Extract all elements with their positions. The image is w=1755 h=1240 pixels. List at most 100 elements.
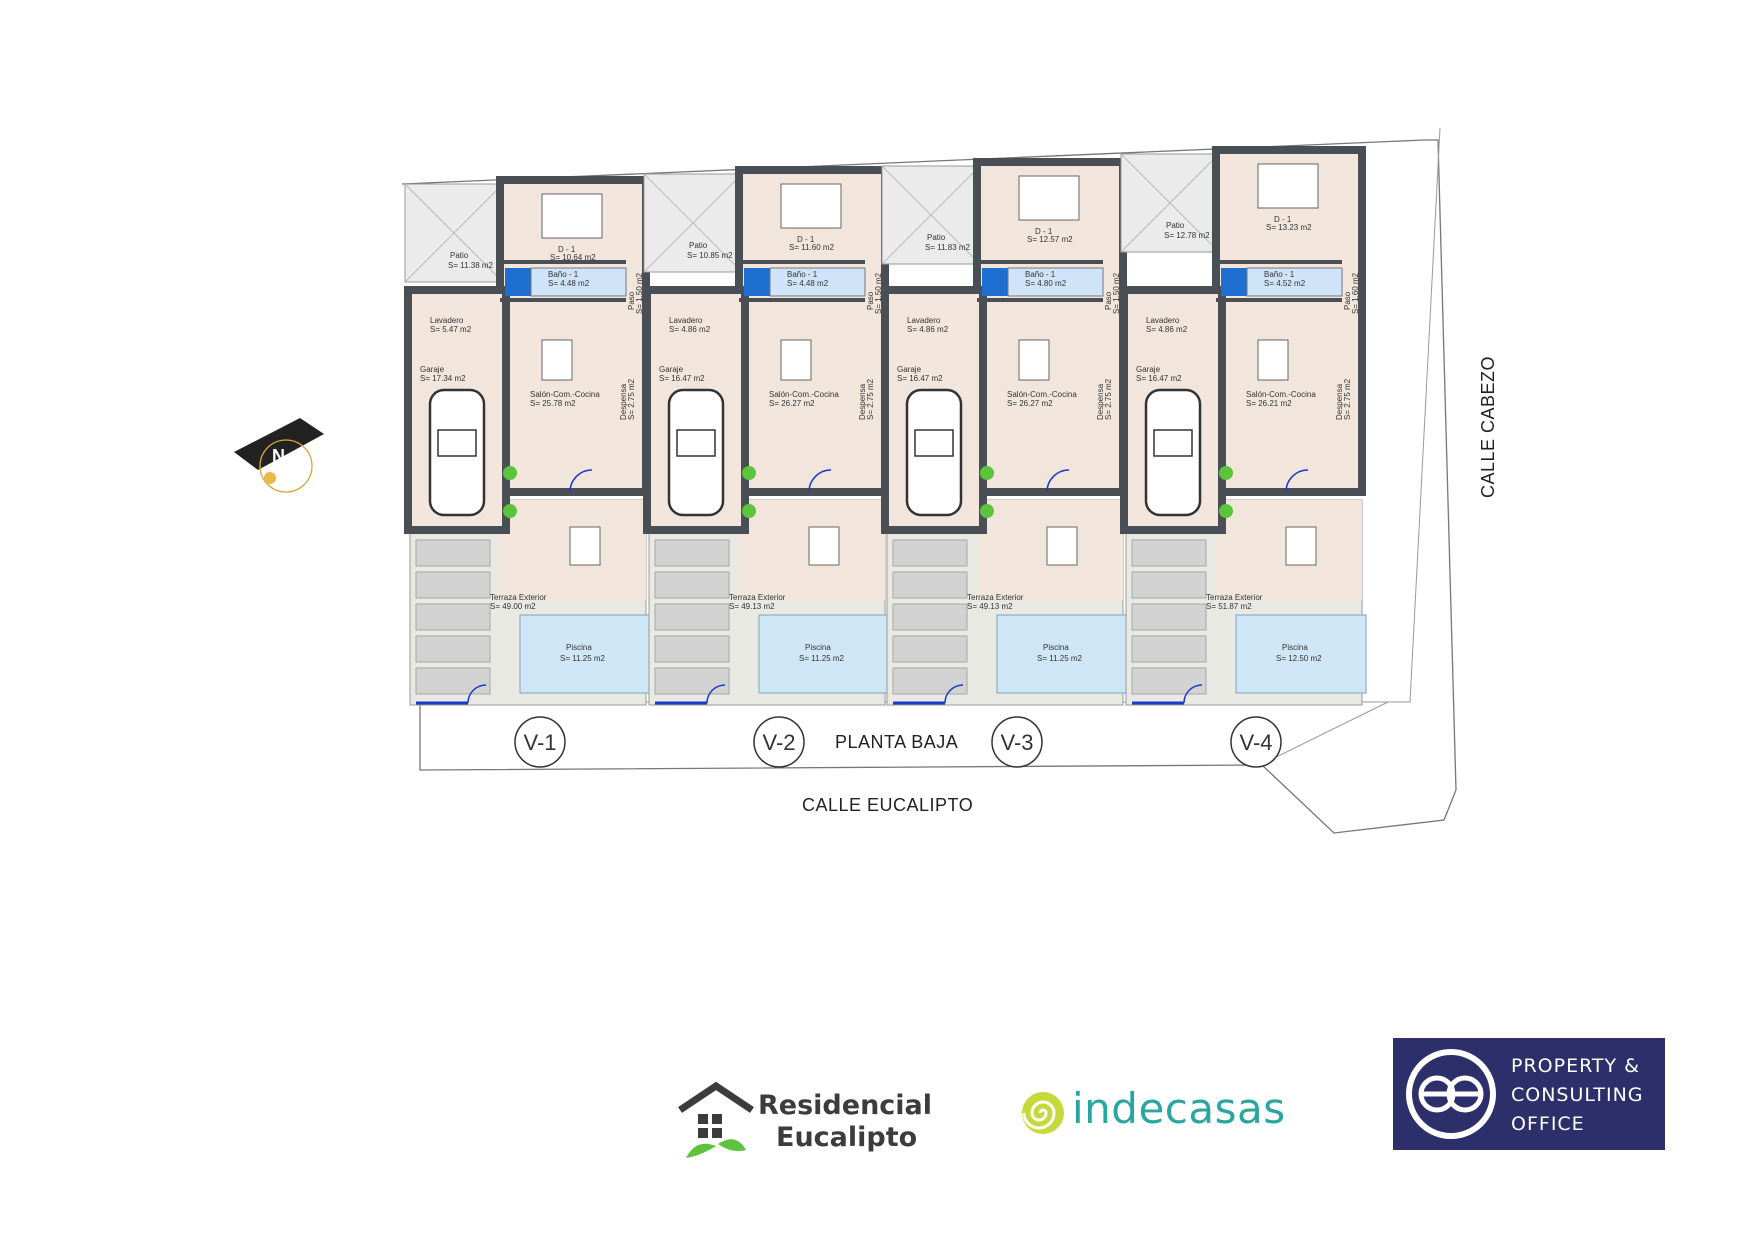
sidewalk-line-2 — [1269, 701, 1389, 761]
pool-area: S= 11.25 m2 — [799, 654, 845, 663]
car — [428, 388, 486, 517]
plant-icon — [503, 504, 517, 518]
dining-table — [569, 526, 601, 566]
pantry-area: S= 2.75 m2 — [627, 378, 636, 420]
parking-slab — [415, 635, 491, 663]
parking-slab — [654, 603, 730, 631]
unit-badge — [1230, 716, 1282, 768]
terrace-label: Terraza Exterior — [1206, 593, 1263, 602]
bedroom-label: D - 1 — [1274, 215, 1292, 224]
pantry-label: Despensa — [619, 383, 628, 420]
residencial-eucalipto-logo: Residencial Eucalipto — [676, 1080, 946, 1180]
street-right-label: CALLE CABEZO — [1478, 356, 1498, 498]
parking-slab — [654, 635, 730, 663]
unit-id: V-4 — [1239, 730, 1272, 755]
door-arc — [1046, 469, 1070, 493]
plan-title: PLANTA BAJA — [835, 732, 958, 752]
parking-slab — [1131, 667, 1207, 695]
north-label: N — [272, 446, 285, 466]
patio-label: Patio — [1166, 221, 1185, 230]
terrace-label: Terraza Exterior — [967, 593, 1024, 602]
door-arc — [808, 469, 832, 493]
gate-arc — [467, 684, 487, 704]
parking-slab — [654, 539, 730, 567]
patio-diagonal — [881, 165, 981, 265]
bedroom-area: S= 11.60 m2 — [789, 243, 835, 252]
property-consulting-office-logo: PROPERTY & CONSULTING OFFICE — [1393, 1038, 1665, 1150]
unit-id: V-3 — [1000, 730, 1033, 755]
car — [1144, 388, 1202, 517]
pool-label: Piscina — [805, 643, 831, 652]
indoor-table — [1257, 339, 1289, 381]
plant-icon — [1219, 504, 1233, 518]
living-label: Salón-Com.-Cocina — [530, 390, 600, 399]
living-label: Salón-Com.-Cocina — [1246, 390, 1316, 399]
pantry-area: S= 2.75 m2 — [866, 378, 875, 420]
car-window — [914, 429, 954, 457]
living-area: S= 26.21 m2 — [1246, 399, 1292, 408]
bedroom-area: S= 10.64 m2 — [550, 253, 596, 262]
bedroom-label: D - 1 — [1035, 227, 1053, 236]
parking-slab — [892, 635, 968, 663]
pool-area: S= 11.25 m2 — [560, 654, 606, 663]
bath-area-label: S= 4.48 m2 — [787, 279, 829, 288]
patio-area: S= 10.85 m2 — [687, 251, 733, 260]
bedroom-label: D - 1 — [797, 235, 815, 244]
car-window — [437, 429, 477, 457]
unit-badge — [514, 716, 566, 768]
laundry-area: S= 4.86 m2 — [669, 325, 711, 334]
plant-icon — [742, 504, 756, 518]
pool-label: Piscina — [1282, 643, 1308, 652]
parking-slab — [892, 571, 968, 599]
paso-area: S= 1.50 m2 — [1112, 272, 1121, 314]
garage-area: S= 17.34 m2 — [420, 374, 466, 383]
car-window — [1153, 429, 1193, 457]
pool — [1235, 614, 1367, 694]
pco-line1: PROPERTY & — [1511, 1055, 1640, 1077]
living-area: S= 26.27 m2 — [1007, 399, 1053, 408]
laundry-area: S= 5.47 m2 — [430, 325, 472, 334]
dining-table — [1285, 526, 1317, 566]
paso-label: Paso — [1104, 291, 1113, 310]
car — [905, 388, 963, 517]
laundry-area: S= 4.86 m2 — [907, 325, 949, 334]
parking-slab — [415, 539, 491, 567]
parking-slab — [1131, 539, 1207, 567]
bed — [1257, 163, 1319, 209]
bath-label: Baño - 1 — [1264, 270, 1295, 279]
residencial-line1: Residencial — [758, 1090, 933, 1121]
site-boundary — [401, 139, 1457, 834]
patio-diagonal — [1120, 153, 1220, 253]
terrace-area: S= 49.13 m2 — [729, 602, 775, 611]
street-bottom-label: CALLE EUCALIPTO — [802, 795, 973, 815]
plant-icon — [980, 504, 994, 518]
residencial-line2: Eucalipto — [776, 1122, 918, 1153]
parking-slab — [1131, 571, 1207, 599]
pool-label: Piscina — [1043, 643, 1069, 652]
garage-label: Garaje — [897, 365, 922, 374]
unit-badge — [753, 716, 805, 768]
living-area: S= 26.27 m2 — [769, 399, 815, 408]
bath-area — [1007, 267, 1104, 297]
spiral-icon — [1022, 1092, 1064, 1134]
paso-label: Paso — [866, 291, 875, 310]
bath-label: Baño - 1 — [787, 270, 818, 279]
bath-label: Baño - 1 — [548, 270, 579, 279]
compass-icon: N — [234, 418, 324, 493]
door-arc — [569, 469, 593, 493]
plant-icon — [503, 466, 517, 480]
patio-label: Patio — [689, 241, 708, 250]
car — [667, 388, 725, 517]
unit-id: V-1 — [523, 730, 556, 755]
parking-slab — [1131, 603, 1207, 631]
indecasas-text: indecasas — [1072, 1084, 1286, 1133]
unit-badge — [991, 716, 1043, 768]
patio-label: Patio — [450, 251, 469, 260]
plant-icon — [1219, 466, 1233, 480]
house-leaf-icon — [678, 1081, 754, 1158]
pco-emblem-icon — [1406, 1049, 1496, 1139]
